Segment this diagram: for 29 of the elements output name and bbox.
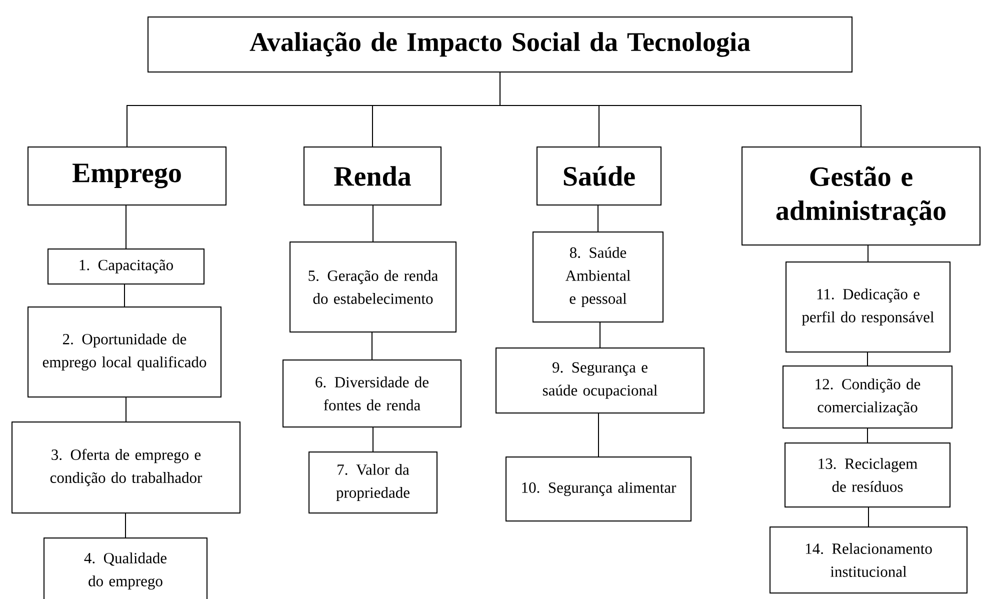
indicator-box: 12. Condição de comercialização	[782, 366, 953, 428]
indicator-box: 7. Valor da propriedade	[308, 452, 438, 514]
indicator-box: 5. Geração de renda do estabelecimento	[290, 242, 456, 332]
indicator-box: 8. Saúde Ambiental e pessoal	[532, 232, 664, 322]
indicator-box: 3. Oferta de emprego e condição do trabalhador	[12, 422, 240, 514]
indicator-box: 13. Reciclagem de resíduos	[784, 442, 951, 508]
connector-line	[868, 245, 869, 262]
connector-line	[124, 284, 125, 307]
indicator-box: 1. Capacitação	[48, 248, 204, 284]
category-box: Saúde	[536, 146, 662, 206]
connector-line	[372, 205, 374, 242]
category-box: Renda	[304, 146, 442, 206]
indicator-box: 14. Relacionamento institucional	[770, 526, 968, 594]
connector-line	[125, 513, 126, 538]
connector-line	[500, 72, 862, 147]
indicator-box: 11. Dedicação e perfil do responsável	[786, 262, 951, 352]
indicator-box: 10. Segurança alimentar	[506, 456, 692, 522]
connector-line	[867, 428, 868, 443]
connector-line	[868, 507, 870, 527]
indicator-box: 2. Oportunidade de emprego local qualificado	[28, 306, 222, 398]
connector-line	[598, 413, 599, 457]
category-box: Emprego	[28, 146, 226, 206]
title-box: Avaliação de Impacto Social da Tecnologia	[148, 16, 853, 72]
connector-line	[372, 427, 374, 452]
indicator-box: 9. Segurança e saúde ocupacional	[496, 348, 704, 414]
indicator-box: 4. Qualidade do emprego	[44, 538, 208, 599]
category-box: Gestão e administração	[742, 146, 981, 246]
indicator-box: 6. Diversidade de fontes de renda	[282, 360, 462, 428]
connector-line	[867, 352, 868, 366]
